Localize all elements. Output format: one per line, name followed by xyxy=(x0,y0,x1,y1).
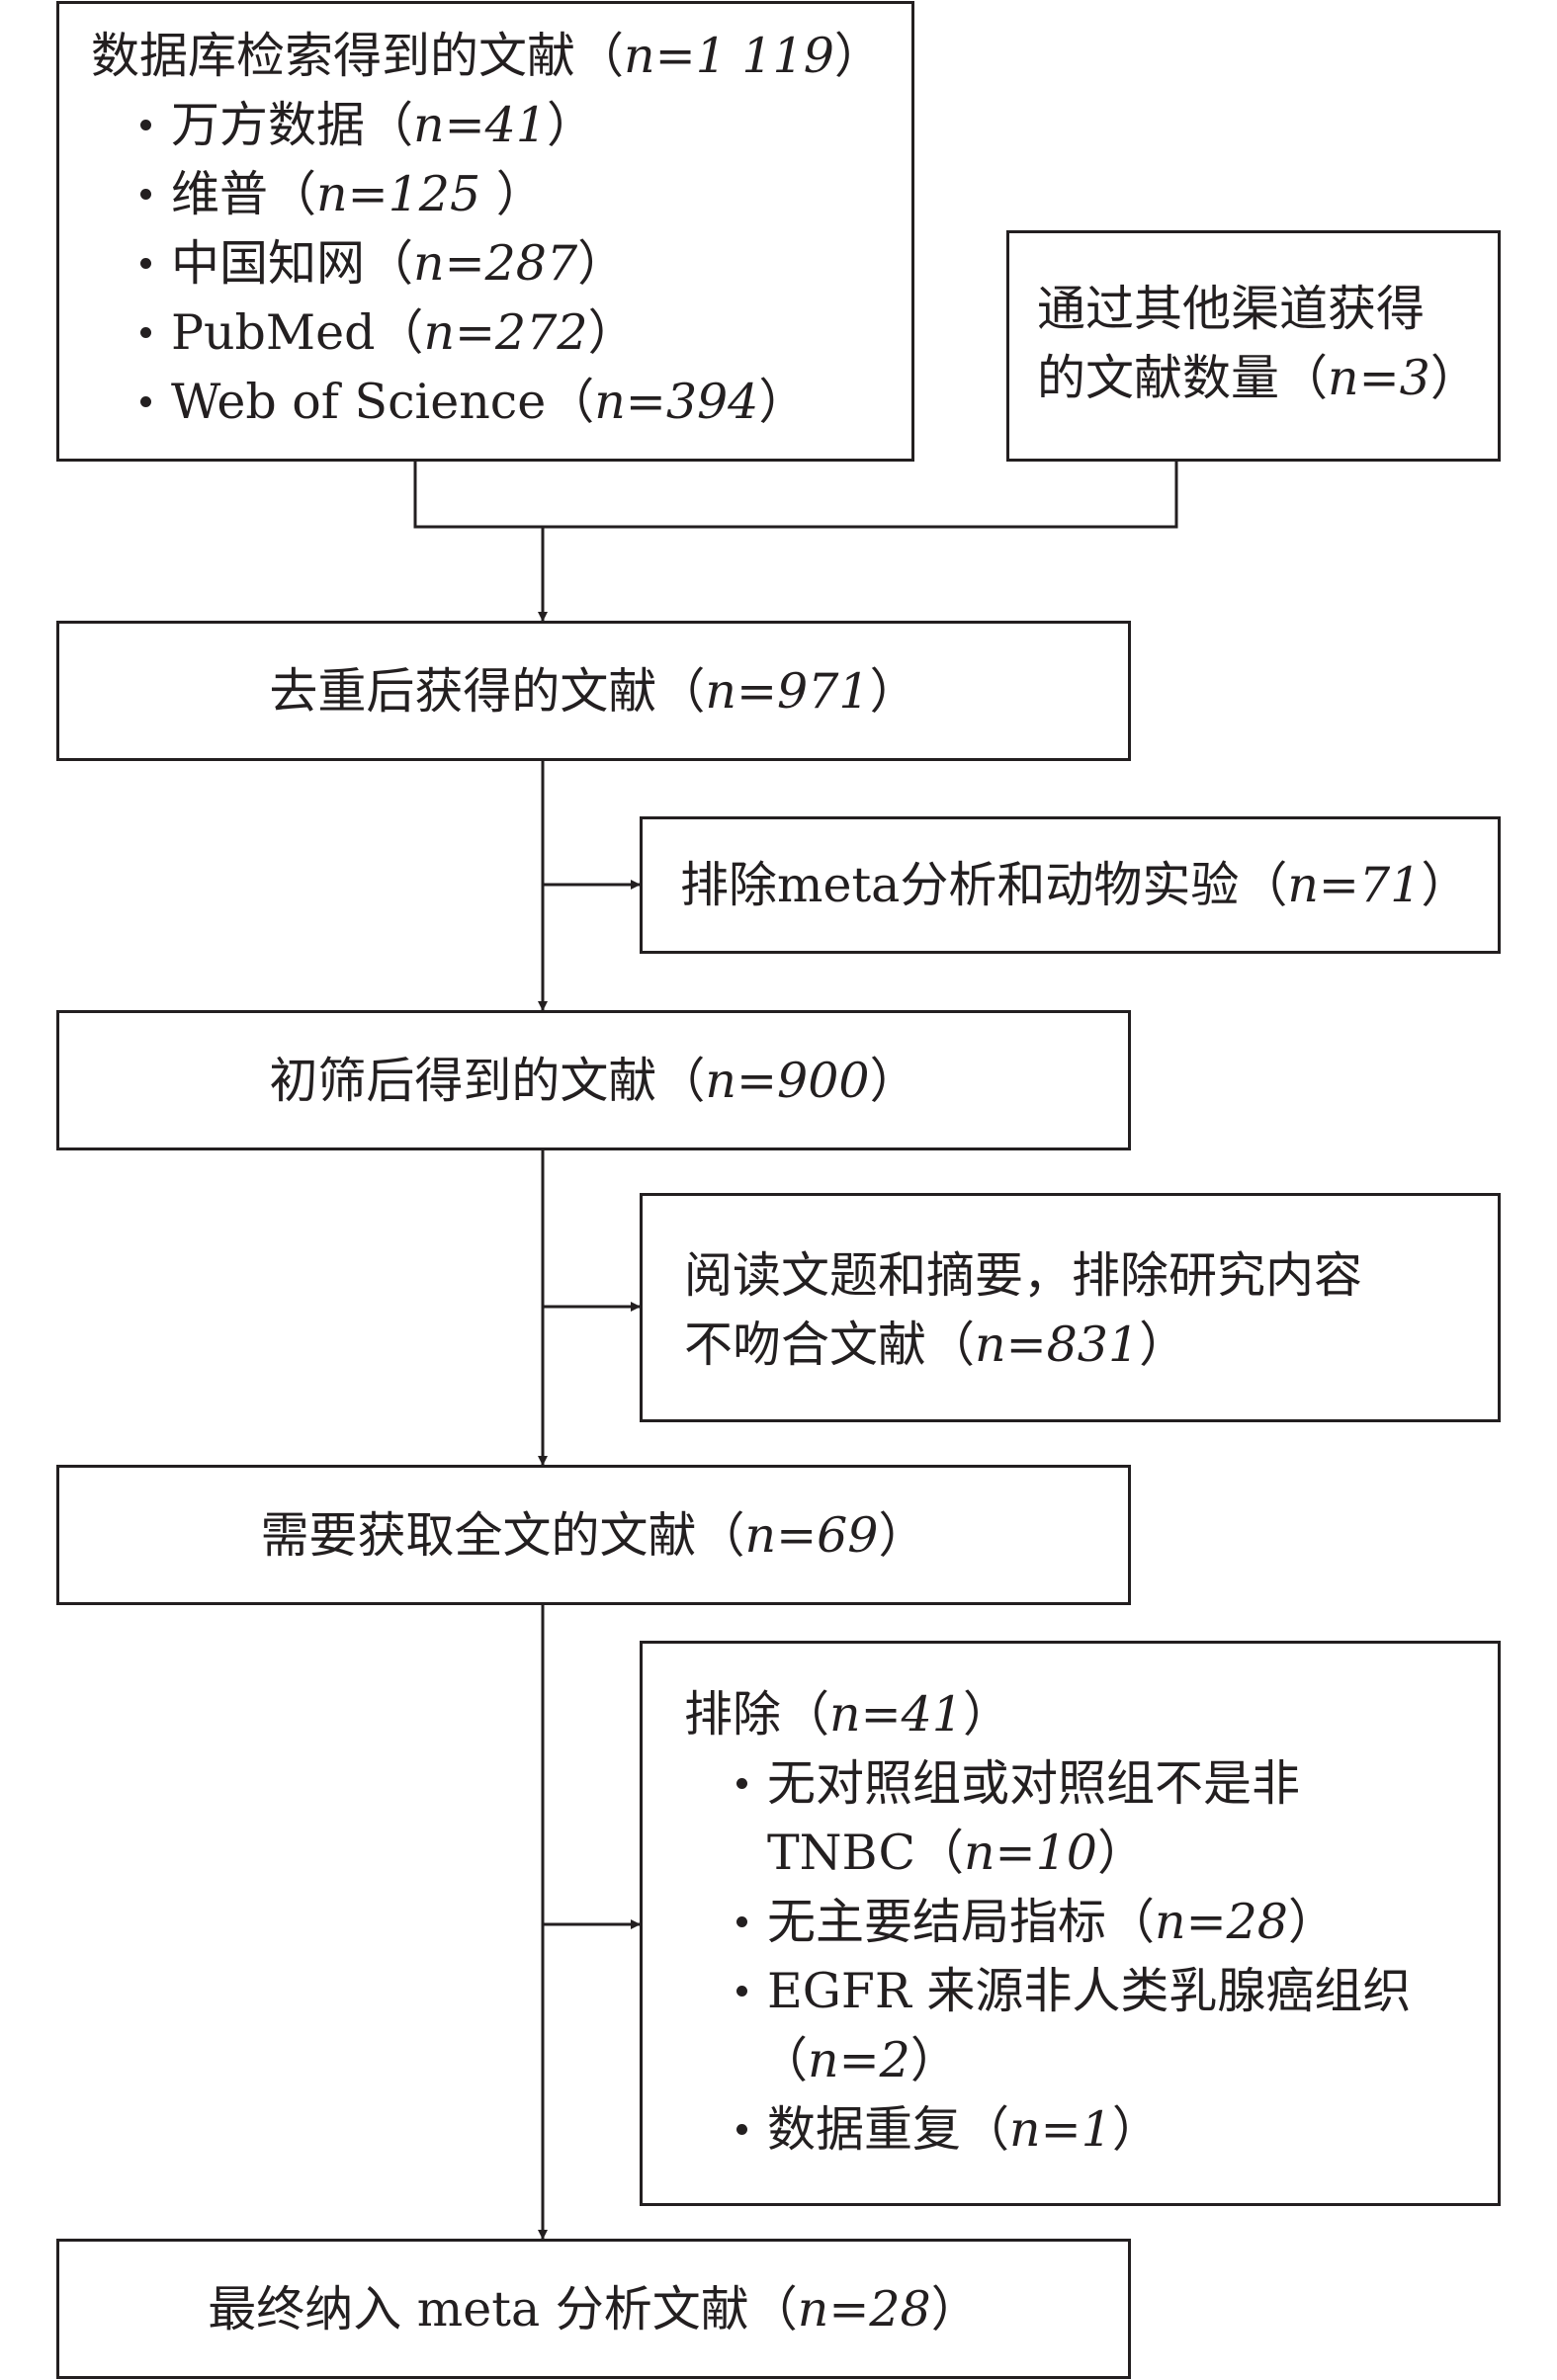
exclude-title-abstract-box: 阅读文题和摘要，排除研究内容 不吻合文献（n=831） xyxy=(640,1193,1501,1422)
database-title: 数据库检索得到的文献（n=1 119） xyxy=(91,28,883,84)
final-included-box: 最终纳入 meta 分析文献（n=28） xyxy=(56,2239,1131,2379)
other-sources-line1: 通过其他渠道获得 xyxy=(1037,281,1426,337)
final-included-text: 最终纳入 meta 分析文献（n=28） xyxy=(208,2281,980,2338)
exclusion-details-box: 排除（n=41） 无对照组或对照组不是非 TNBC（n=10） 无主要结局指标（… xyxy=(640,1641,1501,2206)
fulltext-text: 需要获取全文的文献（n=69） xyxy=(260,1507,927,1564)
other-sources-line2: 的文献数量（n=3） xyxy=(1037,350,1479,406)
exclusion-item-no-control-line2: TNBC（n=10） xyxy=(767,1825,1146,1881)
database-item-wanfang: 万方数据（n=41） xyxy=(140,91,595,160)
database-item-vip: 维普（n=125 ） xyxy=(140,160,545,229)
exclude-meta-animal-text: 排除meta分析和动物实验（n=71） xyxy=(680,857,1470,913)
database-search-box: 数据库检索得到的文献（n=1 119） 万方数据（n=41） 维普（n=125 … xyxy=(56,1,914,462)
exclusion-item-egfr-source: EGFR 来源非人类乳腺癌组织 xyxy=(736,1957,1411,2026)
merge-connector xyxy=(413,462,1178,529)
database-item-pubmed: PubMed（n=272） xyxy=(140,298,637,368)
exclusion-item-duplicate: 数据重复（n=1） xyxy=(736,2095,1161,2165)
exclusion-item-egfr-source-line2: （n=2） xyxy=(759,2032,959,2088)
exclusion-item-no-control: 无对照组或对照组不是非 xyxy=(736,1749,1300,1819)
screened-text: 初筛后得到的文献（n=900） xyxy=(269,1053,918,1109)
fulltext-box: 需要获取全文的文献（n=69） xyxy=(56,1465,1131,1605)
other-sources-box: 通过其他渠道获得 的文献数量（n=3） xyxy=(1006,230,1501,462)
exclude-meta-animal-box: 排除meta分析和动物实验（n=71） xyxy=(640,816,1501,954)
database-item-cnki: 中国知网（n=287） xyxy=(140,229,626,298)
database-item-wos: Web of Science（n=394） xyxy=(140,368,807,437)
dedup-text: 去重后获得的文献（n=971） xyxy=(269,663,918,720)
dedup-box: 去重后获得的文献（n=971） xyxy=(56,621,1131,761)
exclude-title-abstract-line2: 不吻合文献（n=831） xyxy=(684,1317,1188,1373)
exclusion-item-no-outcome: 无主要结局指标（n=28） xyxy=(736,1888,1337,1957)
screened-box: 初筛后得到的文献（n=900） xyxy=(56,1010,1131,1150)
exclude-title-abstract-line1: 阅读文题和摘要，排除研究内容 xyxy=(684,1247,1363,1304)
exclusion-details-title: 排除（n=41） xyxy=(684,1686,1011,1742)
